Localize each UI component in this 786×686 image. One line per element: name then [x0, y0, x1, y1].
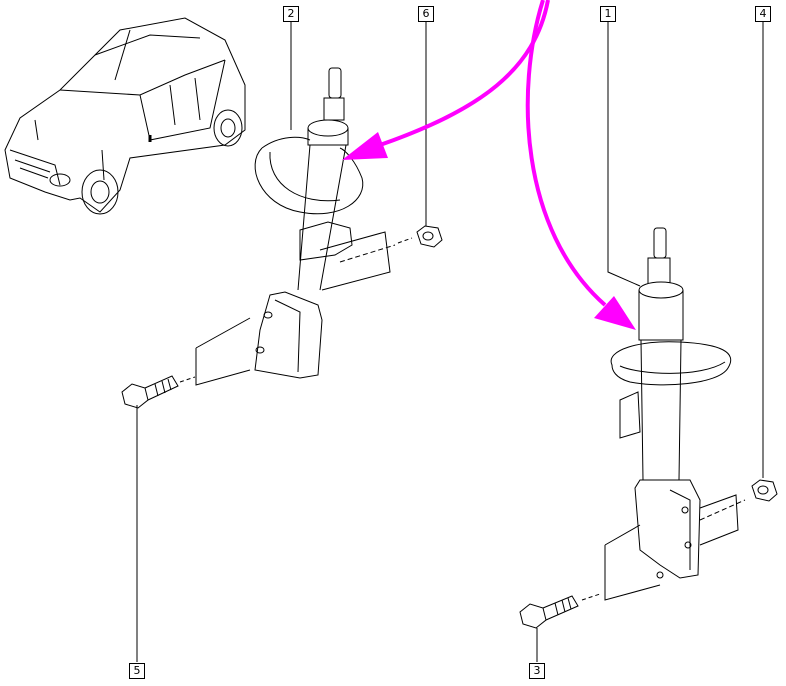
left-nut [397, 225, 443, 248]
callout-6: 6 [418, 6, 434, 22]
right-nut [751, 479, 778, 502]
callout-1: 1 [600, 6, 616, 22]
callout-5: 5 [129, 663, 145, 679]
arrow-head-left [342, 132, 388, 160]
arrow-to-left-strut [379, 0, 550, 147]
left-strut-assembly [195, 67, 396, 386]
right-bolt [519, 593, 601, 629]
callout-4: 4 [755, 6, 771, 22]
right-strut-assembly [604, 227, 746, 601]
callout-2: 2 [283, 6, 299, 22]
left-bolt [121, 375, 196, 409]
vehicle-illustration [4, 17, 246, 215]
leader-lines [136, 22, 764, 662]
arrow-to-right-strut [525, 0, 607, 307]
highlight-arrows [342, 0, 636, 330]
callout-3: 3 [529, 663, 545, 679]
arrow-head-right [594, 296, 636, 330]
